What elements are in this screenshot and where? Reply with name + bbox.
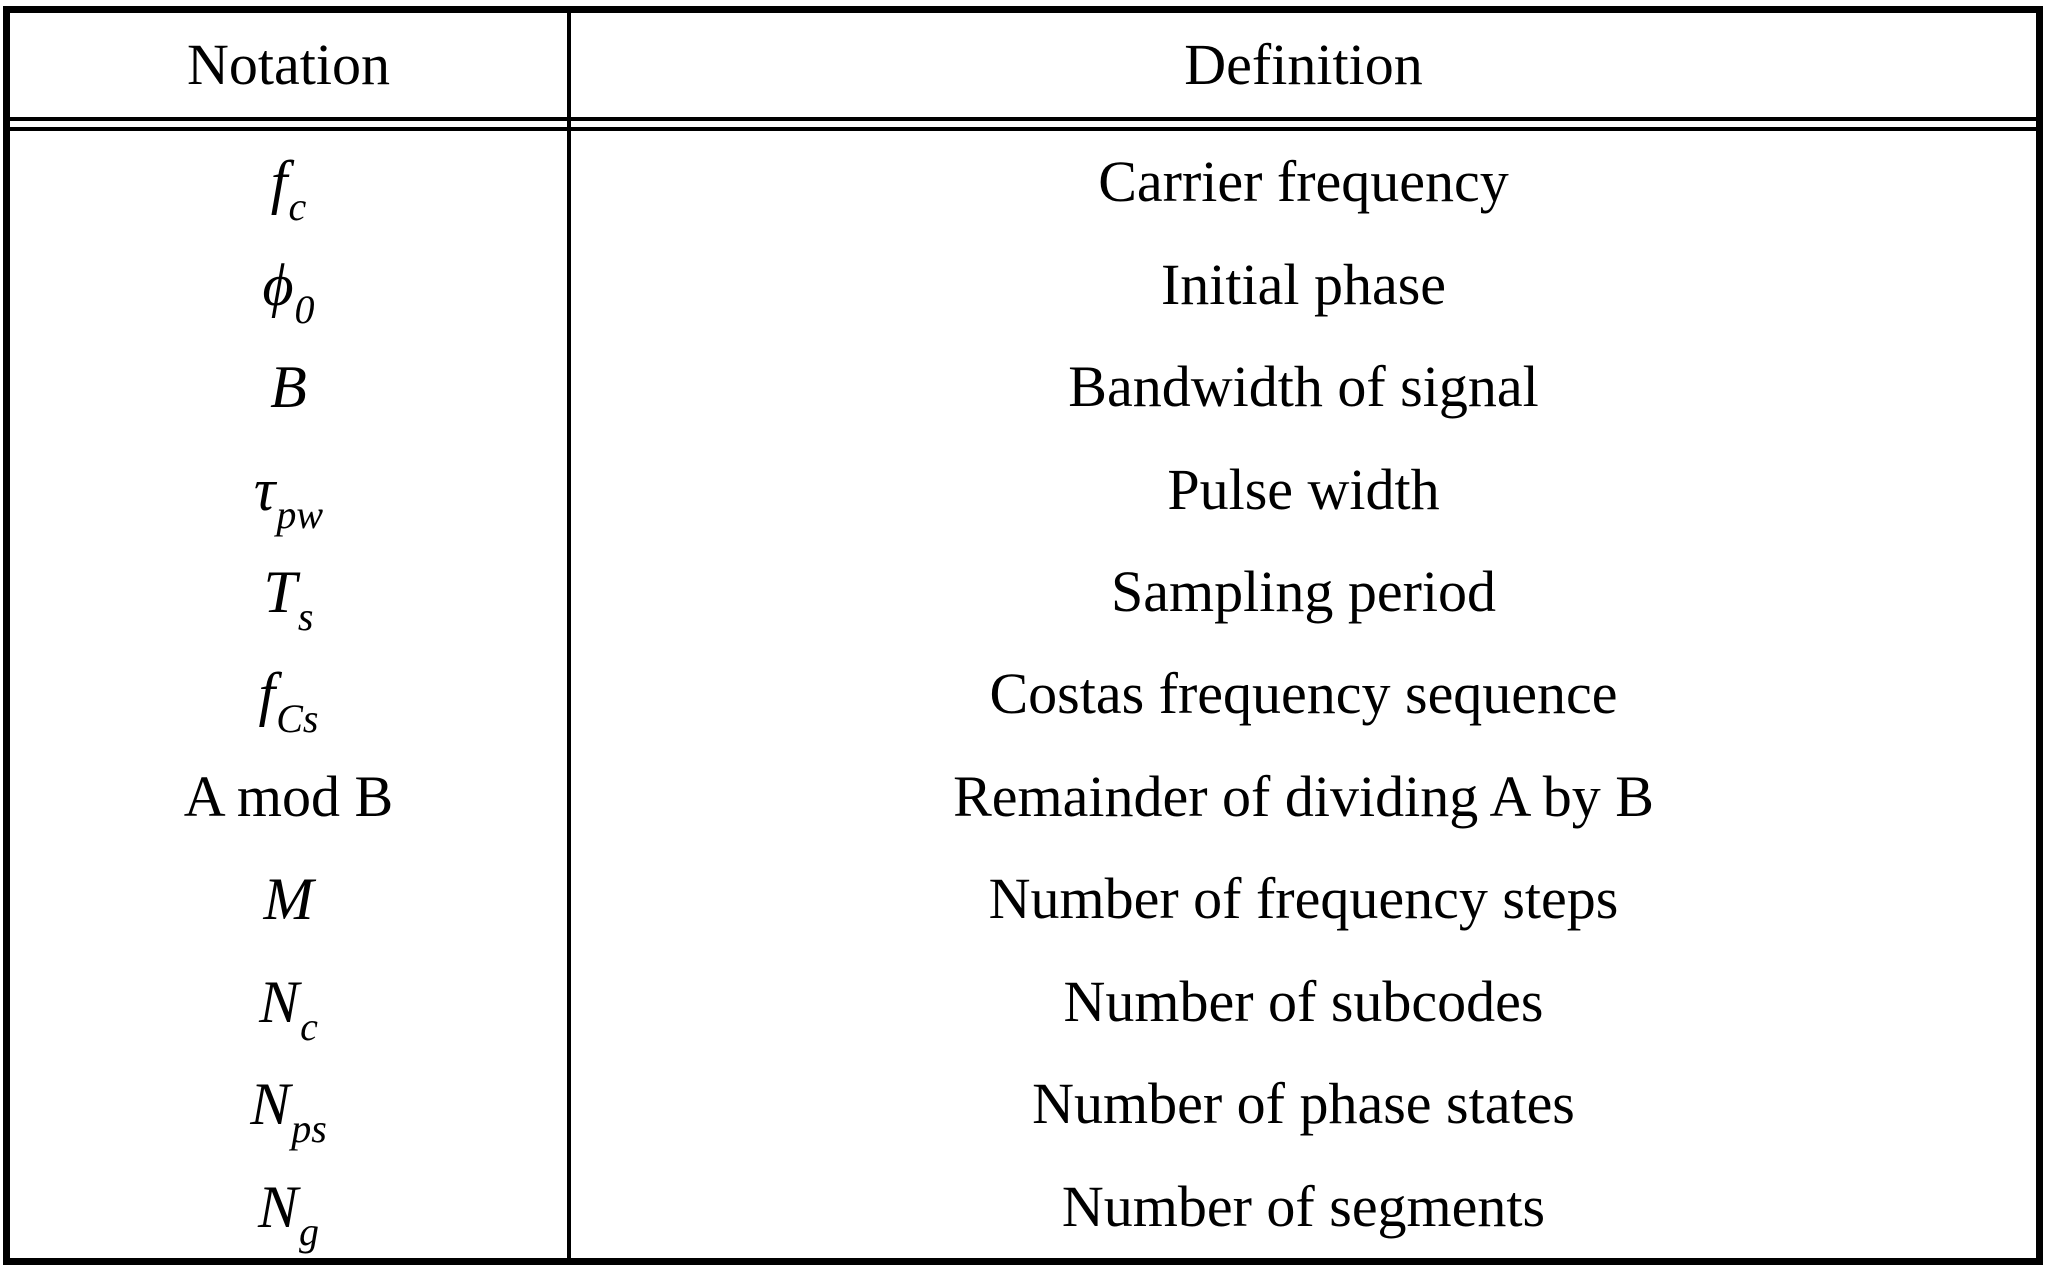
symbol-subscript: g: [299, 1208, 320, 1254]
notation-symbol: B: [270, 357, 307, 417]
symbol-subscript: c: [300, 1003, 318, 1049]
notation-symbol: ϕ0: [262, 251, 314, 330]
notation-cell: B: [10, 336, 567, 438]
definition-cell: Number of segments: [1061, 1173, 1546, 1239]
definition-cell: Pulse width: [1167, 456, 1440, 522]
notation-symbol: fCs: [258, 661, 319, 739]
notation-cell: A mod B: [10, 746, 567, 848]
definition-cell: Number of phase states: [1032, 1071, 1575, 1137]
notation-symbol: Ts: [263, 559, 314, 637]
table-header-row: Notation Definition: [10, 13, 2036, 117]
symbol-subscript: Cs: [276, 696, 319, 742]
definition-cell: Costas frequency sequence: [989, 661, 1618, 727]
symbol-base: ϕ: [262, 251, 294, 318]
notation-symbol: Ng: [257, 1173, 319, 1252]
notation-symbol: Nc: [259, 968, 318, 1047]
notation-cell: fCs: [10, 643, 567, 745]
notation-cell: ϕ0: [10, 233, 567, 335]
symbol-subscript: 0: [294, 286, 315, 332]
table-row-5: Ts Sampling period: [10, 541, 2036, 643]
definition-cell: Remainder of dividing A by B: [953, 763, 1654, 829]
header-double-rule: [10, 117, 2036, 131]
symbol-base: B: [270, 354, 307, 421]
symbol-base: N: [250, 1071, 291, 1138]
symbol-base: M: [263, 866, 314, 933]
definition-cell: Initial phase: [1160, 251, 1447, 317]
table-row-3: B Bandwidth of signal: [10, 336, 2036, 438]
symbol-base: A mod B: [183, 763, 394, 829]
definition-cell: Sampling period: [1110, 559, 1496, 625]
definition-cell: Bandwidth of signal: [1068, 354, 1539, 420]
symbol-base: N: [259, 968, 300, 1035]
symbol-subscript: c: [288, 184, 307, 230]
table-row-8: M Number of frequency steps: [10, 848, 2036, 950]
definition-cell: Carrier frequency: [1098, 149, 1509, 215]
notation-table: Notation Definition fc Carrier frequency…: [3, 6, 2043, 1265]
notation-cell: Nc: [10, 951, 567, 1053]
table-row-4: τpw Pulse width: [10, 438, 2036, 540]
symbol-base: f: [270, 149, 288, 216]
symbol-base: N: [257, 1173, 299, 1240]
notation-cell: τpw: [10, 438, 567, 540]
column-divider: [567, 13, 571, 1258]
definition-cell: Number of frequency steps: [988, 866, 1619, 932]
notation-symbol: M: [264, 869, 314, 929]
notation-cell: Nps: [10, 1053, 567, 1155]
table-body: fc Carrier frequency ϕ0 Initial phase B …: [10, 131, 2036, 1258]
symbol-base: T: [263, 559, 297, 626]
table-row-7: A mod B Remainder of dividing A by B: [10, 746, 2036, 848]
notation-cell: Ng: [10, 1156, 567, 1258]
table-row-6: fCs Costas frequency sequence: [10, 643, 2036, 745]
symbol-base: τ: [253, 456, 276, 523]
notation-cell: M: [10, 848, 567, 950]
table-row-1: fc Carrier frequency: [10, 131, 2036, 233]
table-row-11: Ng Number of segments: [10, 1156, 2036, 1258]
notation-symbol: τpw: [253, 456, 323, 535]
notation-symbol: Nps: [250, 1071, 327, 1149]
header-notation: Notation: [187, 32, 390, 97]
symbol-subscript: pw: [276, 491, 324, 537]
notation-cell: Ts: [10, 541, 567, 643]
notation-symbol: fc: [270, 149, 306, 227]
symbol-subscript: s: [297, 594, 314, 640]
table-row-10: Nps Number of phase states: [10, 1053, 2036, 1155]
table-row-9: Nc Number of subcodes: [10, 951, 2036, 1053]
notation-cell: fc: [10, 131, 567, 233]
symbol-base: f: [258, 661, 276, 728]
header-definition: Definition: [1184, 32, 1423, 97]
table-row-2: ϕ0 Initial phase: [10, 233, 2036, 335]
notation-symbol: A mod B: [184, 767, 394, 826]
symbol-subscript: ps: [291, 1106, 327, 1152]
definition-cell: Number of subcodes: [1063, 968, 1544, 1034]
